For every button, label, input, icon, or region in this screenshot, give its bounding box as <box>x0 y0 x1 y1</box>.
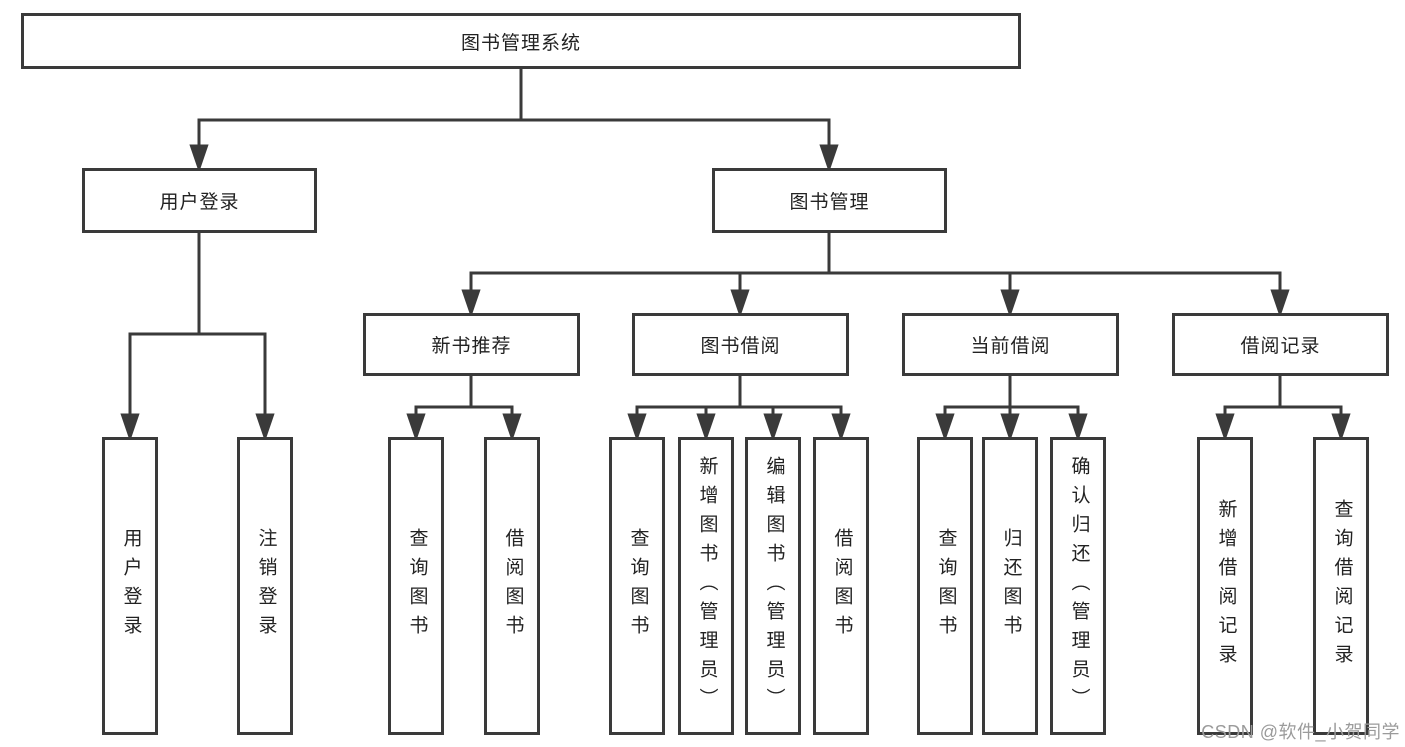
node-user-login-label: 用户登录 <box>159 192 240 213</box>
node-current-borrowing: 当前借阅 <box>902 313 1119 376</box>
leaf-borrow-books-recommend: 借阅图书 <box>484 437 540 735</box>
leaf-borrow-books: 借阅图书 <box>813 437 869 735</box>
leaf-logout-label: 注销登录 <box>255 528 277 644</box>
leaf-edit-books-admin: 编辑图书（管理员） <box>745 437 801 735</box>
leaf-query-books-recommend-label: 查询图书 <box>406 528 428 644</box>
leaf-logout: 注销登录 <box>237 437 293 735</box>
node-book-management-label: 图书管理 <box>789 192 870 213</box>
node-book-borrowing: 图书借阅 <box>632 313 849 376</box>
leaf-query-books-borrowing-label: 查询图书 <box>627 528 649 644</box>
leaf-query-borrow-record: 查询借阅记录 <box>1313 437 1369 735</box>
node-user-login: 用户登录 <box>82 168 317 233</box>
leaf-return-books-label: 归还图书 <box>1000 528 1022 644</box>
node-borrowing-records-label: 借阅记录 <box>1240 336 1321 357</box>
node-book-borrowing-label: 图书借阅 <box>700 336 781 357</box>
node-root-system: 图书管理系统 <box>21 13 1021 69</box>
leaf-edit-books-admin-label: 编辑图书（管理员） <box>763 455 785 717</box>
leaf-return-books: 归还图书 <box>982 437 1038 735</box>
leaf-confirm-return-admin: 确认归还（管理员） <box>1050 437 1106 735</box>
leaf-query-books-current: 查询图书 <box>917 437 973 735</box>
leaf-user-login: 用户登录 <box>102 437 158 735</box>
node-new-book-recommend: 新书推荐 <box>363 313 580 376</box>
leaf-query-books-borrowing: 查询图书 <box>609 437 665 735</box>
leaf-borrow-books-label: 借阅图书 <box>831 528 853 644</box>
node-root-label: 图书管理系统 <box>460 32 581 54</box>
leaf-query-books-current-label: 查询图书 <box>935 528 957 644</box>
node-borrowing-records: 借阅记录 <box>1172 313 1389 376</box>
leaf-add-borrow-record-label: 新增借阅记录 <box>1215 499 1237 673</box>
leaf-user-login-label: 用户登录 <box>120 528 142 644</box>
leaf-query-borrow-record-label: 查询借阅记录 <box>1331 499 1353 673</box>
leaf-add-borrow-record: 新增借阅记录 <box>1197 437 1253 735</box>
node-book-management: 图书管理 <box>712 168 947 233</box>
node-new-book-recommend-label: 新书推荐 <box>431 336 512 357</box>
leaf-borrow-books-recommend-label: 借阅图书 <box>502 528 524 644</box>
leaf-add-books-admin-label: 新增图书（管理员） <box>696 455 718 717</box>
csdn-watermark: CSDN @软件_小贺同学 <box>1201 722 1400 742</box>
leaf-confirm-return-admin-label: 确认归还（管理员） <box>1068 455 1090 717</box>
leaf-query-books-recommend: 查询图书 <box>388 437 444 735</box>
leaf-add-books-admin: 新增图书（管理员） <box>678 437 734 735</box>
node-current-borrowing-label: 当前借阅 <box>970 336 1051 357</box>
